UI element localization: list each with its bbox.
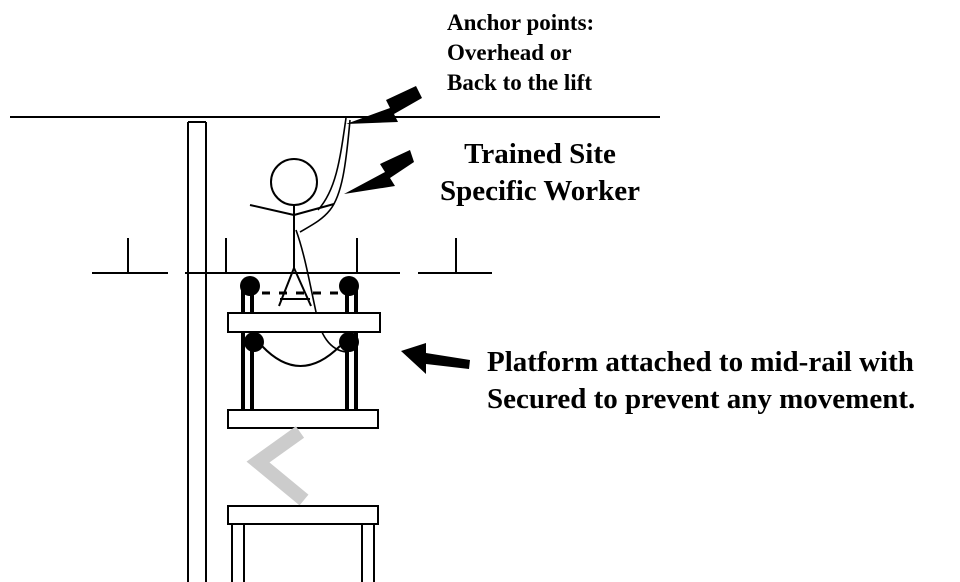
arrow-anchor xyxy=(346,86,422,124)
scissor-link xyxy=(246,426,309,506)
worker-label: Trained Site Specific Worker xyxy=(440,136,640,210)
anchor-label-line-1: Anchor points: xyxy=(447,10,595,35)
vertical-column xyxy=(187,121,207,582)
anchor-points-label: Anchor points: Overhead or Back to the l… xyxy=(447,8,594,98)
worker-head xyxy=(270,158,318,206)
anchor-label-line-3: Back to the lift xyxy=(447,70,593,95)
platform-label-line-1: Platform attached to mid-rail with xyxy=(487,346,914,378)
worker-arm-left xyxy=(249,204,295,216)
arrow-platform xyxy=(401,343,470,374)
lower-rail xyxy=(244,332,359,367)
anchor-label-line-2: Overhead or xyxy=(447,40,572,65)
worker-label-line-2: Specific Worker xyxy=(440,175,641,207)
lift-base xyxy=(227,505,379,582)
lift-basket-floor xyxy=(227,409,379,429)
worker-figure xyxy=(249,158,335,307)
mid-rail-platform xyxy=(227,312,381,333)
joist-line xyxy=(92,238,492,274)
platform-label-line-2: Secured to prevent any movement. xyxy=(487,383,916,415)
lanyard xyxy=(295,117,351,353)
arrow-worker xyxy=(344,150,414,194)
worker-arm-right xyxy=(293,203,335,216)
platform-label: Platform attached to mid-rail with Secur… xyxy=(487,344,915,418)
worker-label-line-1: Trained Site xyxy=(464,138,616,170)
